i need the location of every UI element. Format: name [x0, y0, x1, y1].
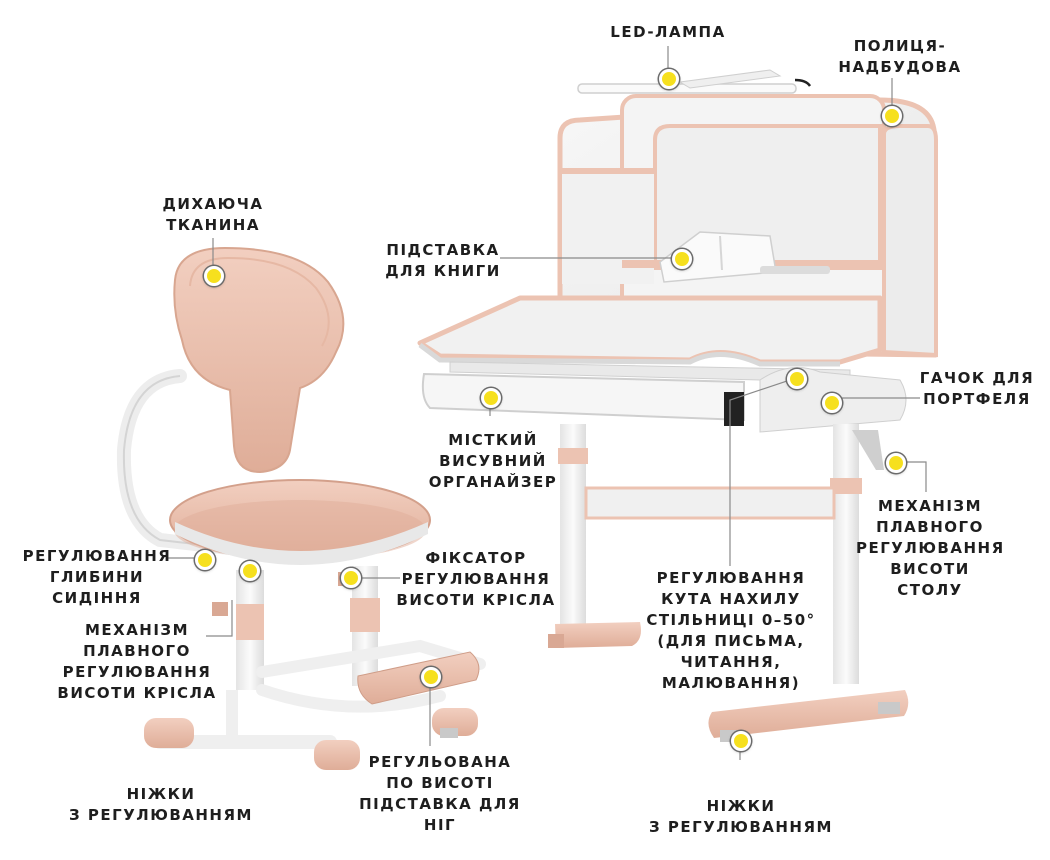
label-book-stand: ПІДСТАВКА ДЛЯ КНИГИ: [385, 241, 501, 280]
label-shelf: ПОЛИЦЯ- НАДБУДОВА: [838, 37, 962, 76]
chair: [116, 246, 486, 770]
marker-led-lamp-icon: [659, 69, 679, 89]
desk: [417, 69, 938, 742]
marker-chair-height-lock-icon: [240, 561, 260, 581]
marker-bag-hook-icon: [822, 393, 842, 413]
label-tilt: РЕГУЛЮВАННЯ КУТА НАХИЛУ СТІЛЬНИЦІ 0–50° …: [646, 569, 816, 692]
label-bag-hook: ГАЧОК ДЛЯ ПОРТФЕЛЯ: [919, 369, 1035, 408]
marker-footrest-icon: [421, 667, 441, 687]
label-desk-height: МЕХАНІЗМ ПЛАВНОГО РЕГУЛЮВАННЯ ВИСОТИ СТО…: [856, 497, 1005, 599]
label-drawer: МІСТКИЙ ВИСУВНИЙ ОРГАНАЙЗЕР: [428, 431, 558, 491]
marker-book-stand-icon: [672, 249, 692, 269]
label-chair-height: МЕХАНІЗМ ПЛАВНОГО РЕГУЛЮВАННЯ ВИСОТИ КРІ…: [57, 621, 217, 702]
marker-desk-height-icon: [886, 453, 906, 473]
label-breathable-fabric: ДИХАЮЧА ТКАНИНА: [162, 195, 264, 234]
label-footrest: РЕГУЛЬОВАНА ПО ВИСОТІ ПІДСТАВКА ДЛЯ НІГ: [359, 753, 521, 834]
label-chair-height-lock: ФІКСАТОР РЕГУЛЮВАННЯ ВИСОТИ КРІСЛА: [396, 549, 556, 609]
marker-drawer-icon: [481, 388, 501, 408]
leader-lines: [168, 46, 927, 760]
marker-shelf-icon: [882, 106, 902, 126]
label-led-lamp: LED-ЛАМПА: [610, 23, 726, 41]
label-seat-depth: РЕГУЛЮВАННЯ ГЛИБИНИ СИДІННЯ: [22, 547, 172, 607]
marker-tilt-icon: [787, 369, 807, 389]
label-desk-feet: НІЖКИ З РЕГУЛЮВАННЯМ: [649, 797, 833, 836]
label-chair-feet: НІЖКИ З РЕГУЛЮВАННЯМ: [69, 785, 253, 824]
marker-breathable-fabric-icon: [204, 266, 224, 286]
marker-seat-depth-icon: [195, 550, 215, 570]
marker-chair-height-icon: [341, 568, 361, 588]
marker-desk-feet-icon: [731, 731, 751, 751]
